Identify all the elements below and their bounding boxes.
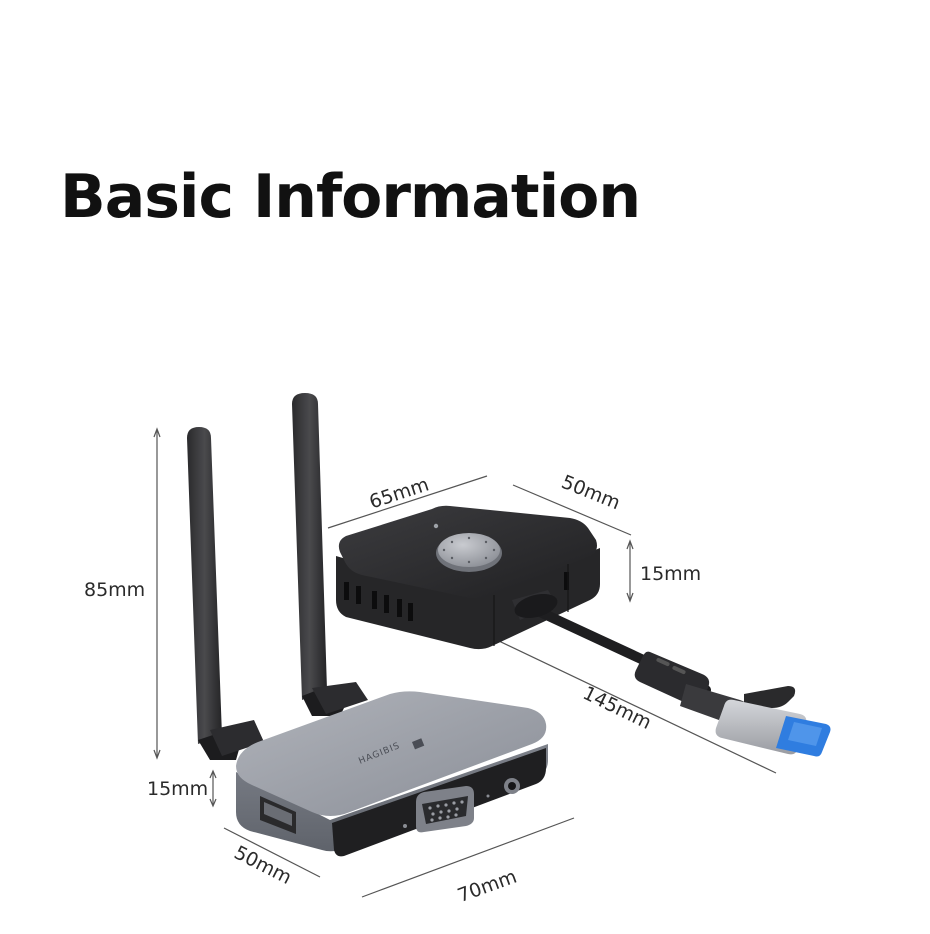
vent-slots bbox=[344, 572, 569, 621]
antenna-icon bbox=[187, 393, 368, 760]
dim-receiver-thickness: 15mm bbox=[147, 778, 208, 800]
usb-cable bbox=[512, 590, 831, 757]
usb-a-connector-icon bbox=[715, 699, 831, 757]
receiver-device: HAGIBIS bbox=[236, 691, 548, 857]
status-led bbox=[433, 523, 439, 529]
hdmi-port-icon bbox=[260, 796, 296, 834]
dim-transmitter-width: 65mm bbox=[367, 473, 432, 513]
dim-receiver-depth: 50mm bbox=[231, 842, 296, 889]
vga-port-icon bbox=[416, 786, 474, 833]
dim-receiver-width: 70mm bbox=[455, 866, 520, 908]
transmitter-device bbox=[336, 505, 600, 650]
audio-jack-icon bbox=[504, 778, 520, 794]
dim-transmitter-thickness: 15mm bbox=[640, 563, 701, 585]
page-title: Basic Information bbox=[60, 162, 641, 232]
dimension-lines bbox=[153, 427, 777, 898]
dim-receiver-height: 85mm bbox=[84, 579, 145, 601]
dim-cable-length: 145mm bbox=[579, 682, 655, 734]
status-led-receiver bbox=[403, 824, 407, 828]
push-button-icon[interactable] bbox=[436, 533, 502, 572]
